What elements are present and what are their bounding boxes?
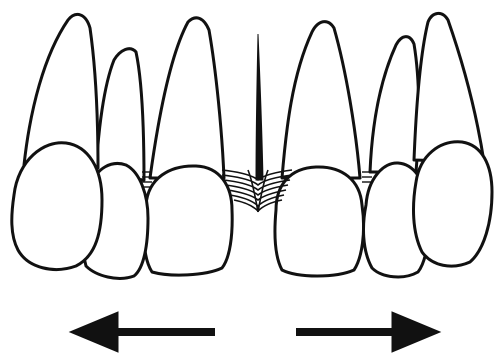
tooth-left-central (144, 18, 232, 275)
tooth-right-central (275, 22, 364, 276)
tooth-left-lateral-root (96, 49, 144, 180)
tooth-right-far-crown (414, 142, 492, 266)
tooth-right-central-root (282, 22, 360, 178)
tooth-right-far-root (414, 13, 484, 162)
frenum-spike (256, 34, 263, 180)
arrow-right-head (392, 312, 440, 352)
tooth-right-lateral-root (370, 37, 419, 172)
tooth-left-far-crown (12, 143, 102, 270)
arrow-left-head (70, 312, 118, 352)
tooth-left-central-crown (144, 166, 232, 275)
tooth-right-central-crown (275, 167, 364, 276)
tooth-right-far (414, 13, 492, 266)
tooth-left-central-root (150, 18, 224, 178)
tooth-left-far (12, 14, 102, 269)
arrow-left (70, 312, 215, 352)
arrow-right (296, 312, 440, 352)
